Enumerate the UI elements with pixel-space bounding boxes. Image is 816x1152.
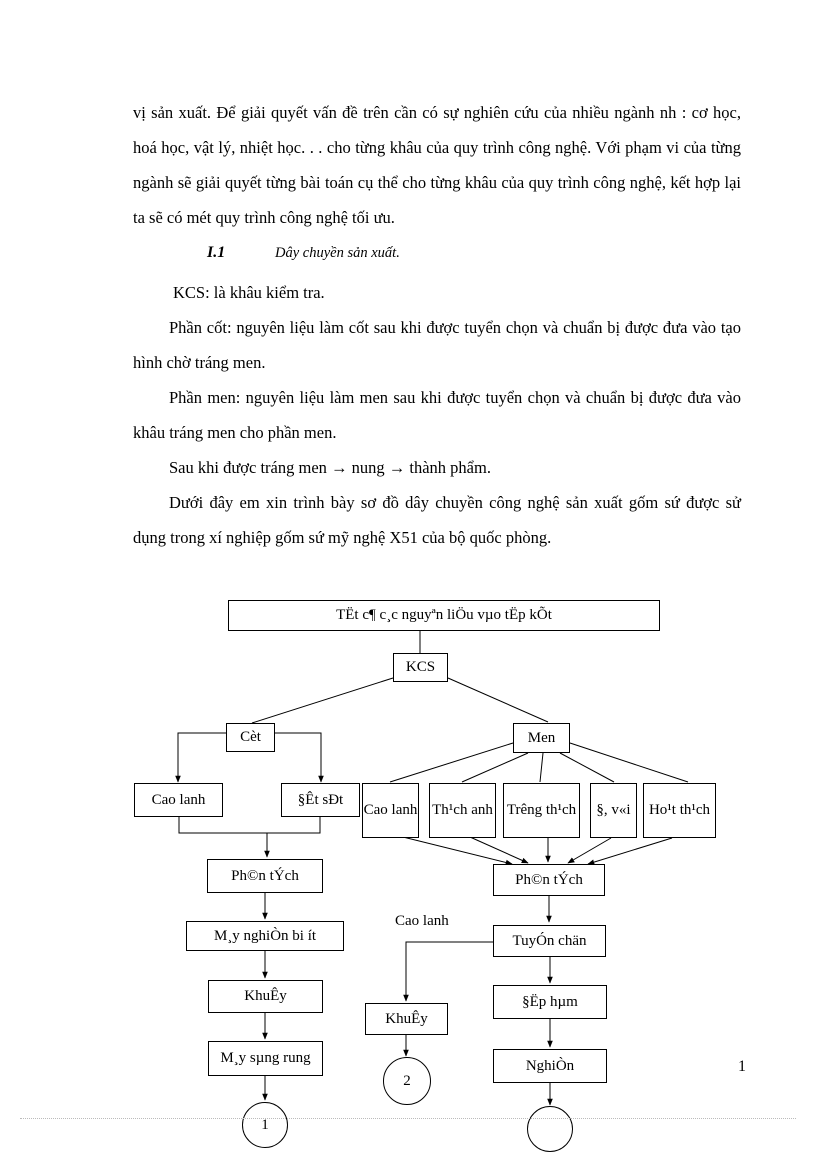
paragraph-phan-men: Phần men: nguyên liệu làm men sau khi đư… [133,388,741,442]
box-truong-thach: Tr­êng th¹ch [503,783,580,838]
paragraph-phan-cot: Phần cốt: nguyên liệu làm cốt sau khi đư… [133,318,741,372]
box-cot: Cèt [226,723,275,752]
paragraph-kcs: KCS: là khâu kiểm tra. [173,283,325,302]
paragraph-intro: vị sản xuất. Để giải quyết vấn đề trên c… [133,103,741,227]
box-dap-ham: §Ëp hµm [493,985,607,1019]
label-cao-lanh: Cao lanh [395,913,449,929]
connector-circle-2: 2 [383,1057,431,1105]
flowchart-connectors [175,631,689,1106]
connector-circle-bottom [527,1106,573,1152]
box-thach-anh: Th¹ch anh [429,783,496,838]
box-tuyen-chon: TuyÓn chän [493,925,606,957]
connector-circle-1: 1 [242,1102,288,1148]
box-nghien: NghiÒn [493,1049,607,1083]
paragraph-trang-men: Sau khi được tráng men → nung → thành ph… [169,458,491,477]
section-title: Dây chuyền sản xuất. [275,245,400,261]
box-khuay-cot: KhuÊy [208,980,323,1013]
box-tap-ket: TËt c¶ c¸c nguyªn liÖu vµo tËp kÕt [228,600,660,631]
section-number: I.1 [207,244,226,261]
box-khuay-men: KhuÊy [365,1003,448,1035]
box-hoat-thach: Ho¹t th¹ch [643,783,716,838]
box-men: Men [513,723,570,753]
box-phan-tich-cot: Ph©n tÝch [207,859,323,893]
section-heading: I.1 Dây chuyền sản xuất. [0,240,816,270]
page-number: 1 [738,1058,746,1075]
document-page: vị sản xuất. Để giải quyết vấn đề trên c… [0,103,816,1152]
box-da-voi: §, v«i [590,783,637,838]
paragraph-so-do: Dưới đây em xin trình bày sơ đồ dây chuy… [133,493,741,547]
page-border-line [20,1118,796,1119]
box-dat-set: §Êt sÐt [281,783,360,817]
box-cao-lanh-cot: Cao lanh [134,783,223,817]
box-kcs: KCS [393,653,448,682]
box-may-nghien-bi: M¸y nghiÒn bi ít [186,921,344,951]
box-may-sang-rung: M¸y sµng rung [208,1041,323,1076]
box-phan-tich-men: Ph©n tÝch [493,864,605,896]
box-men-cao-lanh: Cao lanh [362,783,419,838]
